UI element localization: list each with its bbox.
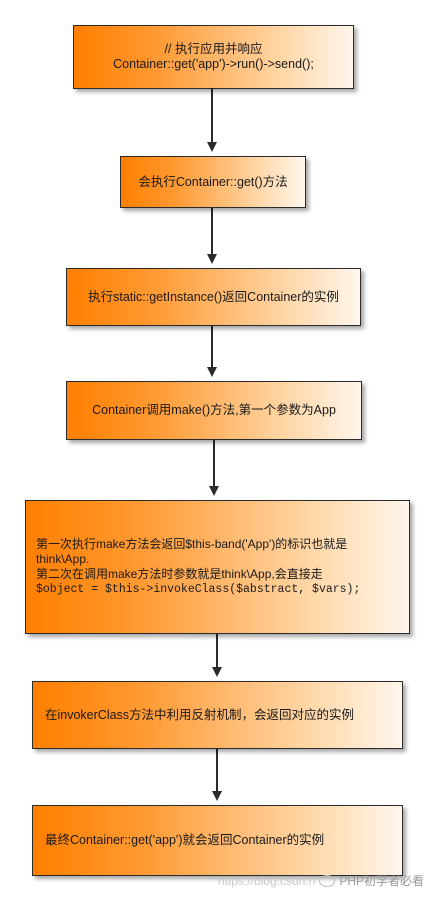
node-7-line-1: 最终Container::get('app')就会返回Container的实例 [45, 833, 325, 847]
node-3-line-1: 执行static::getInstance()返回Container的实例 [88, 289, 339, 304]
wechat-icon [319, 874, 336, 887]
node-5-line-4: $object = $this->invokeClass($abstract, … [36, 583, 361, 596]
node-5-line-1: 第一次执行make方法会返回$this-band('App')的标识也就是 [36, 537, 348, 551]
flow-node-4: Container调用make()方法,第一个参数为App [66, 381, 362, 440]
node-2-line-1: 会执行Container::get()方法 [138, 174, 288, 189]
node-6-line-1: 在invokerClass方法中利用反射机制，会返回对应的实例 [45, 707, 355, 722]
flow-node-3: 执行static::getInstance()返回Container的实例 [66, 268, 361, 326]
watermark: https://blog.csdn.n PHP初学者必看 [218, 872, 424, 889]
flow-node-7: 最终Container::get('app')就会返回Container的实例 [32, 805, 403, 876]
watermark-url: https://blog.csdn.n [217, 873, 316, 888]
node-5-line-3: 第二次在调用make方法时参数就是think\App,会直接走 [36, 567, 323, 581]
flow-node-6: 在invokerClass方法中利用反射机制，会返回对应的实例 [32, 681, 403, 749]
node-5-line-2: think\App. [36, 552, 90, 566]
node-4-line-1: Container调用make()方法,第一个参数为App [92, 403, 336, 417]
flow-node-5: 第一次执行make方法会返回$this-band('App')的标识也就是 th… [25, 500, 410, 634]
node-1-line-2: Container::get('app')->run()->send(); [113, 57, 314, 71]
watermark-brand: PHP初学者必看 [339, 874, 424, 888]
flow-node-1: // 执行应用并响应 Container::get('app')->run()-… [73, 25, 354, 89]
flow-node-2: 会执行Container::get()方法 [120, 156, 306, 208]
node-1-line-1: // 执行应用并响应 [164, 42, 263, 56]
